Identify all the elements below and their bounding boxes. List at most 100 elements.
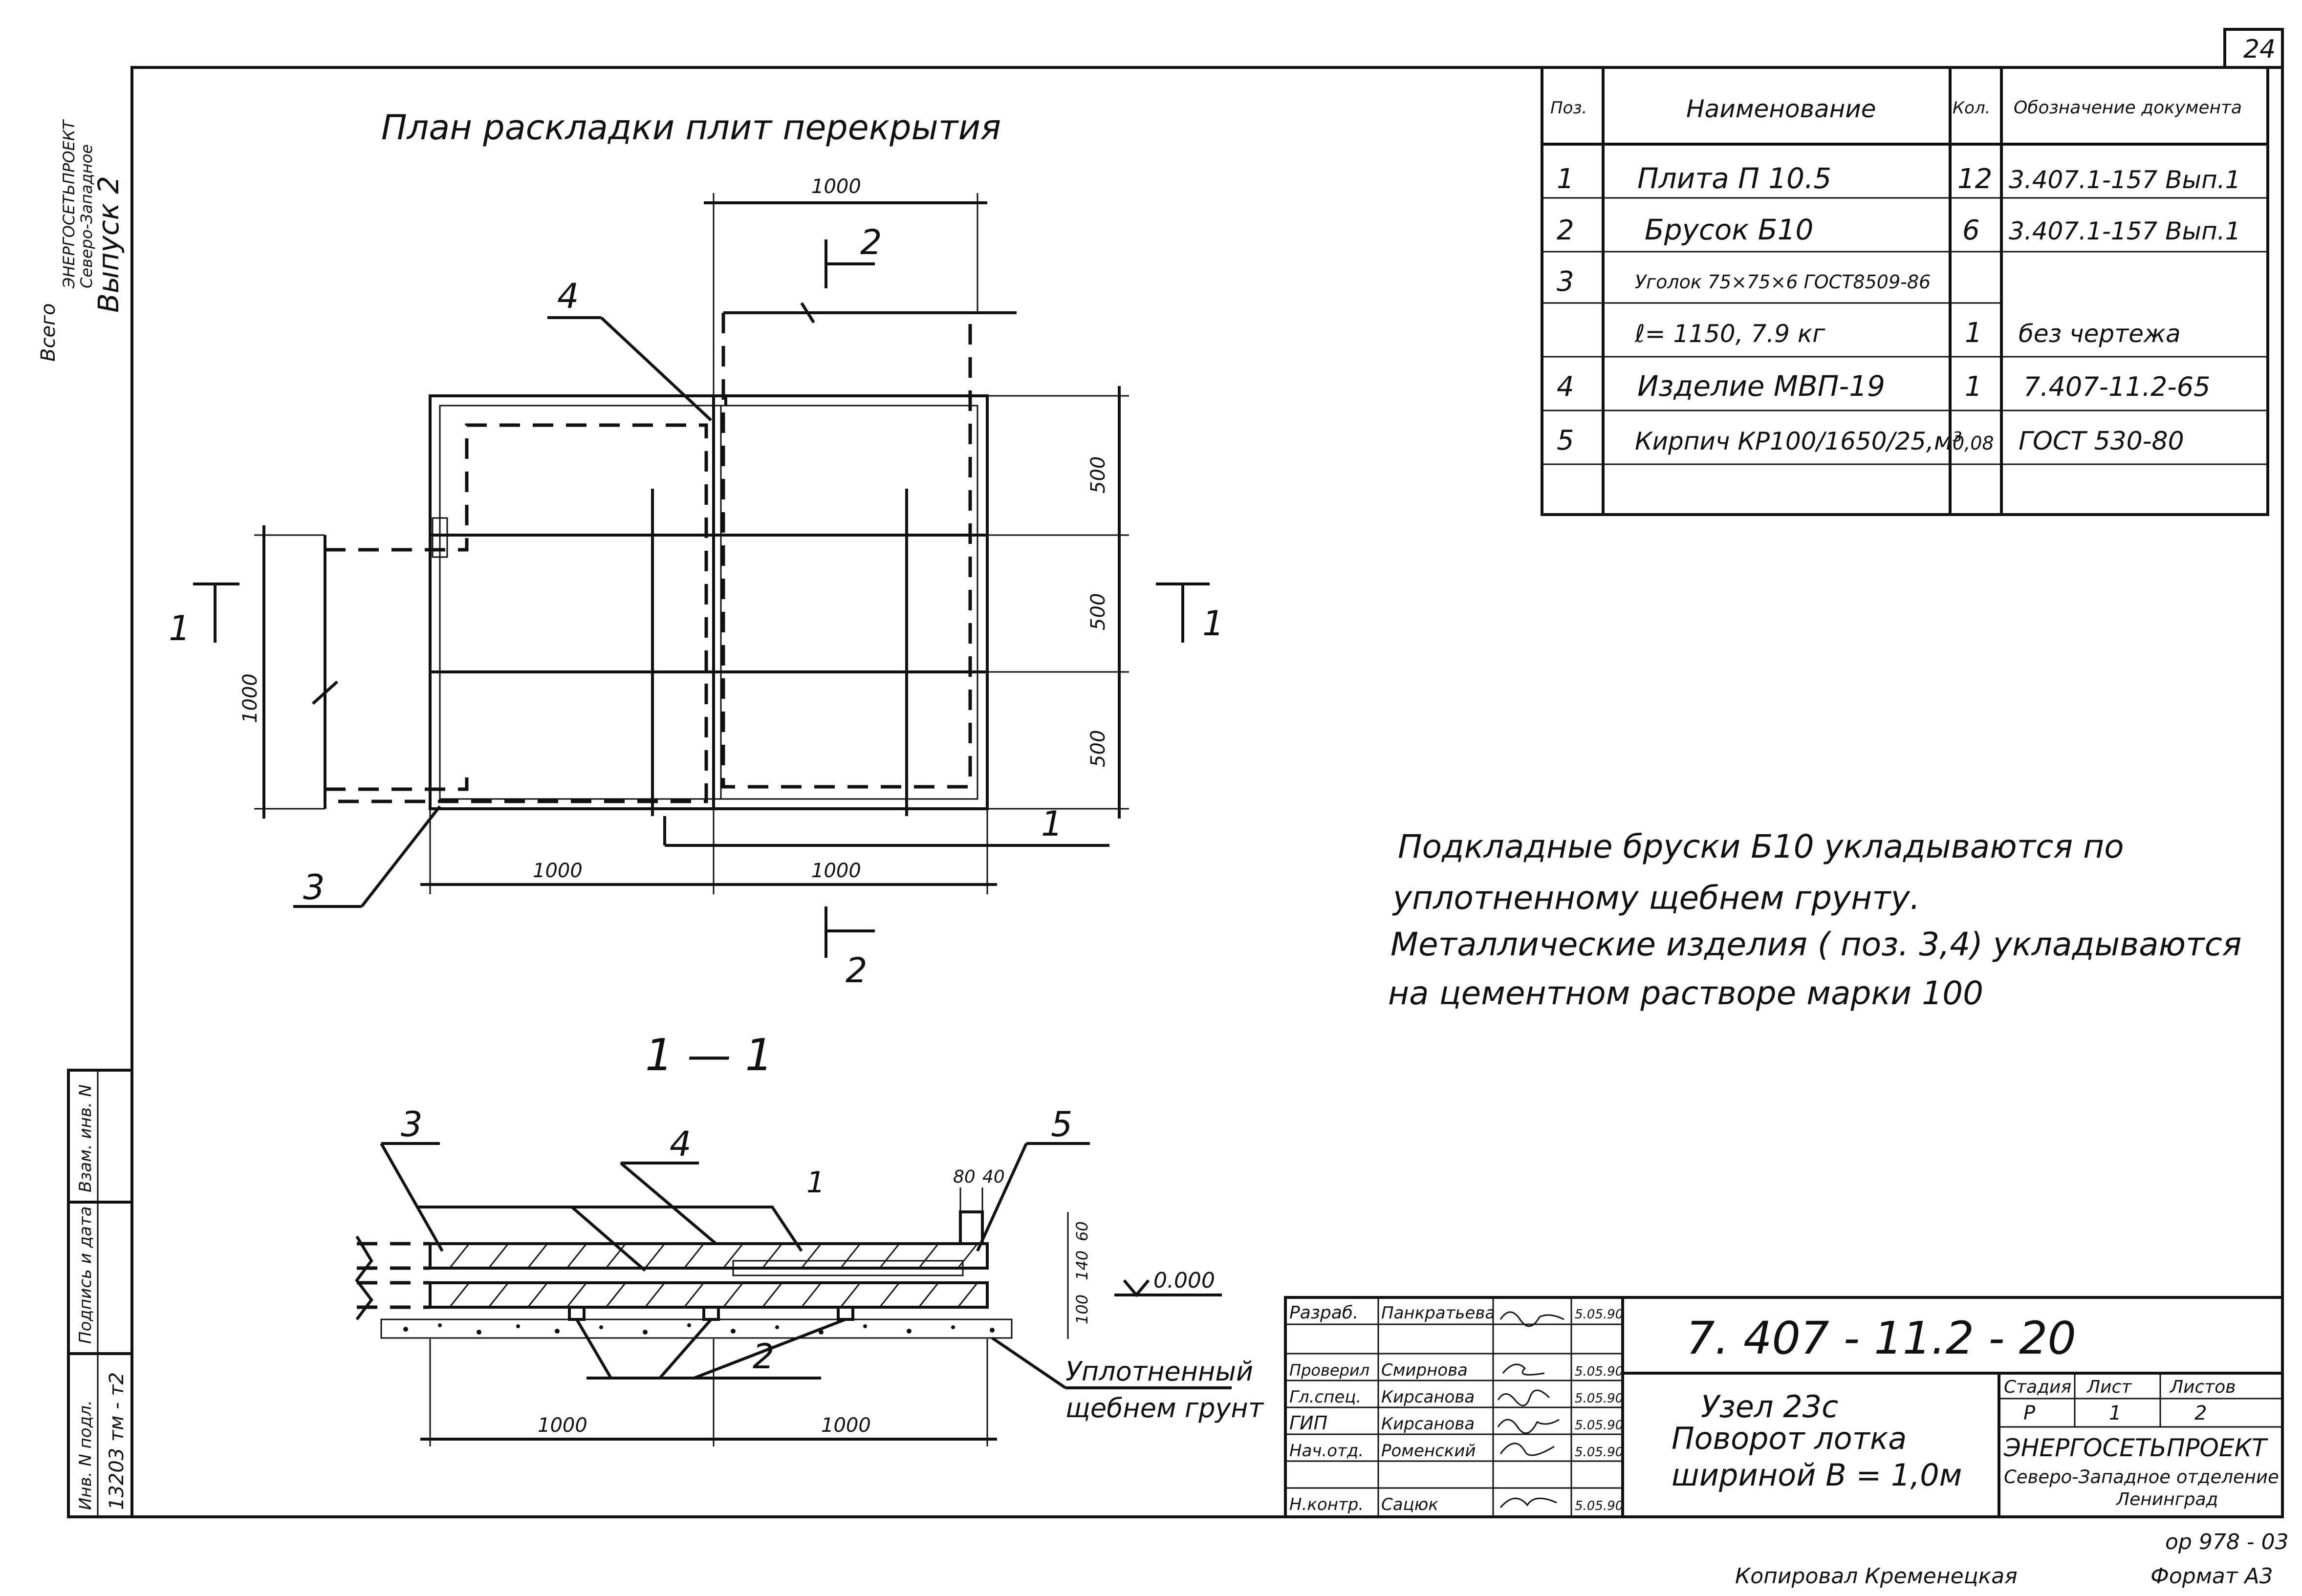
spec-row-3-pos: 3: [1557, 266, 1574, 298]
title-name-2: Поворот лотка: [1672, 1421, 1907, 1456]
plan-title: План раскладки плит перекрытия: [381, 108, 1001, 148]
footer-ref: ор 978 - 03: [2165, 1530, 2289, 1554]
spec-row-2-pos: 2: [1557, 215, 1574, 246]
section-dim-v3: 100: [1073, 1294, 1091, 1324]
sheet-value: 1: [2109, 1402, 2121, 1424]
spec-table: Поз. Наименование Кол. Обозначение докум…: [1541, 66, 2269, 516]
spec-row-1-pos: 1: [1557, 163, 1574, 195]
spec-row-1-doc: 3.407.1-157 Вып.1: [2009, 166, 2240, 194]
spec-header-doc: Обозначение документа: [2014, 98, 2242, 118]
section-soil-line-2: щебнем грунт: [1065, 1393, 1264, 1423]
stamp-vertical-line-1: Всего: [37, 303, 60, 362]
spec-row-5-qty: 1: [1965, 371, 1982, 403]
spec-row-5-name: Изделие МВП-19: [1637, 369, 1885, 403]
stage-value: Р: [2023, 1402, 2036, 1424]
spec-row-4-qty: 1: [1965, 317, 1982, 349]
footer-format: Формат А3: [2150, 1564, 2273, 1589]
side-stamp: Взам. инв. N Подпись и дата Инв. N подл.…: [67, 1069, 133, 1518]
staff-date-1: 5.05.90: [1575, 1307, 1623, 1322]
signatures: [1497, 1311, 1564, 1508]
spec-row-2-name: Брусок Б10: [1645, 213, 1813, 246]
staff-role-4: Гл.спец.: [1289, 1387, 1361, 1407]
trough-dashed: [325, 423, 708, 803]
section-title: 1 — 1: [645, 1030, 773, 1081]
spec-row-6-name: Кирпич КР100/1650/25,м³: [1635, 427, 1962, 455]
spec-header-name: Наименование: [1686, 95, 1876, 123]
section-dim-40: 40: [982, 1167, 1005, 1187]
sheets-value: 2: [2194, 1402, 2207, 1424]
plan-dim-left: 1000: [239, 673, 261, 723]
stamp-vertical-line-3: Северо-Западное: [77, 144, 96, 288]
side-stamp-replace: Взам. инв. N: [76, 1084, 95, 1192]
staff-role-6: Нач.отд.: [1289, 1441, 1364, 1461]
staff-name-6: Роменский: [1381, 1441, 1476, 1461]
staff-date-4: 5.05.90: [1575, 1391, 1623, 1406]
plan-callout-3: 3: [303, 867, 325, 907]
section-dim-80: 80: [953, 1167, 976, 1187]
note-line-2: уплотненному щебнем грунту.: [1392, 879, 1920, 917]
plan-dim-top: 1000: [811, 175, 861, 198]
spec-header-pos: Поз.: [1550, 98, 1587, 118]
section-callout-5: 5: [1051, 1104, 1073, 1144]
staff-name-1: Панкратьева: [1381, 1303, 1495, 1323]
title-block: Разраб. Панкратьева 5.05.90 Проверил Сми…: [1284, 1296, 2284, 1518]
spec-row-6-pos: 5: [1557, 425, 1574, 456]
note-line-3: Металлические изделия ( поз. 3,4) уклады…: [1390, 926, 2242, 963]
org-name: ЭНЕРГОСЕТЬПРОЕКТ: [2003, 1434, 2268, 1462]
spec-row-2-qty: 6: [1962, 215, 1980, 246]
section-dim-v1: 60: [1073, 1221, 1091, 1241]
staff-name-3: Смирнова: [1381, 1360, 1468, 1380]
sheet-label: Лист: [2086, 1377, 2132, 1397]
notes: Подкладные бруски Б10 укладываются по уп…: [1388, 828, 2242, 1012]
spec-row-3-name: Уголок 75×75×6 ГОСТ8509-86: [1635, 271, 1931, 293]
stamp-vertical-line-2: ЭНЕРГОСЕТЬПРОЕКТ: [60, 119, 78, 289]
plan-section-2-bottom: 2: [846, 950, 868, 991]
plan-section-1-right: 1: [1202, 604, 1224, 644]
sheet-number: 24: [2243, 35, 2276, 64]
section-slab-top: [429, 1242, 989, 1270]
drawing-frame: [130, 66, 2284, 1518]
plan-callout-1: 1: [1041, 804, 1063, 844]
plan-section-2-top: 2: [860, 222, 882, 262]
staff-role-5: ГИП: [1289, 1412, 1327, 1434]
staff-role-3: Проверил: [1289, 1361, 1369, 1380]
sheets-label: Листов: [2169, 1377, 2236, 1397]
org-city: Ленинград: [2115, 1489, 2218, 1510]
plan-dim-right-1: 500: [1087, 456, 1109, 494]
staff-role-1: Разраб.: [1289, 1303, 1358, 1323]
section-dim-v2: 140: [1073, 1251, 1091, 1280]
org-branch: Северо-Западное отделение: [2004, 1467, 2279, 1488]
spec-row-1-qty: 12: [1957, 163, 1992, 195]
section-dim-right: 1000: [821, 1414, 871, 1437]
section-callout-2: 2: [753, 1337, 775, 1377]
plan-callout-4: 4: [557, 276, 579, 316]
spec-row-4-doc: без чертежа: [2019, 320, 2181, 348]
spec-row-6-doc: ГОСТ 530-80: [2019, 427, 2184, 456]
spec-row-1-name: Плита П 10.5: [1637, 162, 1831, 195]
spec-row-6-qty: 0,08: [1953, 432, 1994, 454]
staff-date-5: 5.05.90: [1575, 1418, 1623, 1433]
staff-date-6: 5.05.90: [1575, 1445, 1623, 1460]
section-callout-3: 3: [401, 1104, 423, 1144]
staff-name-8: Сацюк: [1381, 1495, 1438, 1514]
staff-name-4: Кирсанова: [1381, 1387, 1475, 1407]
section-dim-left: 1000: [538, 1414, 587, 1437]
spec-row-4-name: ℓ= 1150, 7.9 кг: [1634, 320, 1825, 348]
slab-outline: [429, 394, 989, 810]
staff-name-5: Кирсанова: [1381, 1414, 1475, 1434]
side-stamp-sign: Подпись и дата: [76, 1206, 95, 1344]
section-drawing: 3 4 5 1 2 80 40 60 140 100 0.000 Уплотне…: [355, 1104, 1264, 1446]
side-stamp-inv-value: 13203 тм - т2: [106, 1372, 128, 1510]
spec-row-5-pos: 4: [1557, 371, 1574, 403]
section-callout-4: 4: [670, 1124, 692, 1164]
plan-drawing: 1000 500 500 500 1000 1000 1000 1 1 2: [169, 175, 1224, 991]
title-name-1: Узел 23с: [1701, 1389, 1838, 1424]
plan-dim-bottom-right: 1000: [811, 860, 861, 882]
side-stamp-inv: Инв. N подл.: [76, 1400, 95, 1510]
staff-date-3: 5.05.90: [1575, 1364, 1623, 1379]
spec-row-2-doc: 3.407.1-157 Вып.1: [2009, 217, 2240, 245]
document-code: 7. 407 - 11.2 - 20: [1686, 1312, 2076, 1364]
left-vertical-stamp: Всего ЭНЕРГОСЕТЬПРОЕКТ Северо-Западное В…: [37, 119, 125, 362]
section-level: 0.000: [1153, 1268, 1215, 1293]
